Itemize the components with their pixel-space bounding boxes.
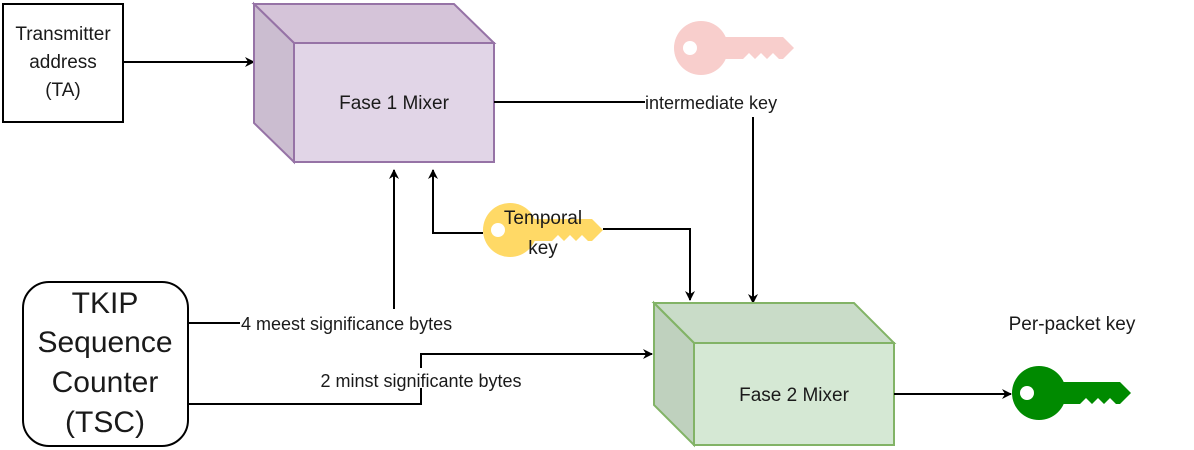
lsb-line-lower: [188, 388, 422, 405]
ta-line-2: address: [29, 52, 97, 73]
temporal-to-phase1-arrow: [428, 169, 483, 234]
per-packet-key-icon: [1012, 366, 1131, 420]
tsc-line-1: TKIP: [72, 287, 139, 320]
tsc-line-4: (TSC): [65, 406, 145, 439]
ta-line-3: (TA): [45, 80, 81, 101]
tsc-line-2: Sequence: [37, 326, 172, 359]
tsc-node: TKIP Sequence Counter (TSC): [22, 281, 189, 447]
phase2-mixer-node: Fase 2 Mixer: [651, 300, 897, 448]
temporal-to-phase2-arrow: [603, 228, 695, 301]
phase2-label: Fase 2 Mixer: [739, 385, 849, 406]
phase1-label: Fase 1 Mixer: [339, 93, 449, 114]
per-packet-key-label: Per-packet key: [1009, 314, 1136, 335]
phase1-mixer-node: Fase 1 Mixer: [251, 1, 497, 165]
msb-label: 4 meest significance bytes: [241, 314, 452, 334]
ta-line-1: Transmitter: [15, 24, 111, 45]
tsc-line-3: Counter: [52, 366, 159, 399]
intermediate-key-label: intermediate key: [645, 93, 777, 113]
lsb-label: 2 minst significante bytes: [320, 371, 521, 391]
temporal-key-line-2: key: [528, 238, 558, 259]
temporal-key-line-1: Temporal: [504, 208, 582, 229]
temporal-key-icon: [483, 203, 603, 257]
transmitter-address-node: Transmitter address (TA): [2, 3, 124, 123]
lsb-to-phase2-arrow: [420, 349, 653, 368]
intermediate-key-icon: [674, 21, 794, 75]
